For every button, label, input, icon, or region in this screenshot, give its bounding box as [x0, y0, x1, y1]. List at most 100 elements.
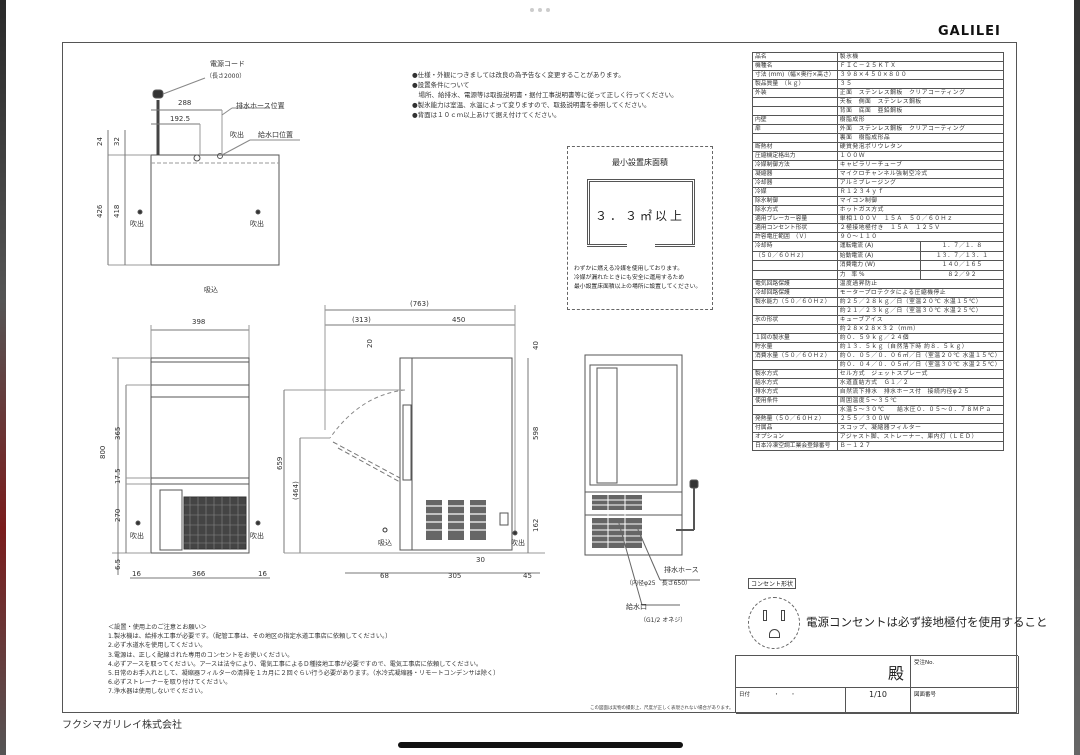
spec-row: 裏面 樹脂成形品 — [752, 133, 1005, 143]
spec-row: 天板 側面 ステンレス鋼板 — [752, 97, 1005, 107]
svg-text:32: 32 — [113, 137, 121, 146]
spec-row: 背面 底面 亜鉛鋼板 — [752, 106, 1005, 116]
top-view-drawing — [107, 77, 300, 266]
svg-text:450: 450 — [452, 316, 465, 324]
spec-row: 付属品スコップ、凝縮器フィルター — [752, 423, 1005, 434]
order-no-field: 受注No. — [911, 656, 1019, 688]
spec-row: 適用ブレーカー容量単相１００Ｖ １５Ａ ５０／６０Ｈｚ — [752, 214, 1005, 224]
spec-row: 冷媒制御方法キャピラリーチューブ — [752, 160, 1005, 170]
spec-row: 許容電圧範囲 （Ｖ）９０～１１０ — [752, 232, 1005, 242]
outlet-warning: 電源コンセントは必ず接地極付を使用すること — [806, 615, 1048, 629]
svg-text:(763): (763) — [410, 300, 429, 308]
spec-row: 製品質量 （ｋｇ）３５ — [752, 79, 1005, 89]
page-indicator-dots — [530, 8, 550, 12]
drawing-sheet — [62, 42, 1017, 713]
svg-text:吹出: 吹出 — [250, 219, 264, 228]
svg-text:40: 40 — [532, 341, 540, 350]
svg-text:16: 16 — [132, 570, 141, 578]
svg-text:426: 426 — [96, 204, 104, 218]
spec-row: 給水方式水道直結方式 Ｇ１／２ — [752, 378, 1005, 389]
svg-text:吹出: 吹出 — [130, 219, 144, 228]
side-view-drawing — [283, 305, 545, 574]
svg-text:659: 659 — [276, 457, 284, 470]
recipient-suffix: 殿 — [887, 664, 904, 683]
drawing-number-field: 図面番号 — [911, 688, 1019, 714]
background-app-edge — [1074, 0, 1080, 755]
spec-row: 使用条件周囲温度５～３５℃ — [752, 396, 1005, 407]
svg-text:（内径φ25 長さ650）: （内径φ25 長さ650） — [626, 579, 691, 587]
background-app-edge — [0, 0, 6, 755]
brand-logo: GALILEI — [938, 24, 1001, 39]
min-area-value: ３．３㎡以上 — [594, 209, 685, 223]
svg-text:吸込: 吸込 — [378, 538, 392, 547]
spec-row: 電気回路保護温度過昇防止 — [752, 279, 1005, 290]
spec-row: 品名製氷機 — [752, 52, 1005, 62]
spec-row-electrical: （５０／６０Ｈｚ）始動電流 (A)１３．７／１３．１ — [752, 250, 1005, 262]
spec-row: 約０．０４／０．０５㎥／日（室温３０℃ 水温２５℃） — [752, 360, 1005, 371]
svg-text:（G1/2 オネジ）: （G1/2 オネジ） — [640, 617, 686, 624]
spec-row: 発熱量（５０／６０Ｈｚ）２５５／３００Ｗ — [752, 414, 1005, 425]
min-area-description: わずかに燃える冷媒を使用しております。 冷媒が漏れたときにも安全に運用するため … — [574, 266, 702, 290]
spec-row: 約２８×２８×３２（mm） — [752, 324, 1005, 335]
spec-row: 外装正面 ステンレス鋼板 クリアコーティング — [752, 88, 1005, 98]
svg-text:電源コード: 電源コード — [210, 59, 245, 68]
svg-text:20: 20 — [366, 339, 374, 348]
scale-footnote: この図面は実物の撮影上、尺度が正しく表現されない場合があります。 — [590, 706, 734, 711]
spec-row: 氷の形状キューブアイス — [752, 315, 1005, 326]
svg-text:吸込: 吸込 — [204, 285, 218, 294]
spec-row: 水温５～３０℃ 給水圧０．０５～０．７８ＭＰａ — [752, 405, 1005, 416]
spec-row: 消費水量（５０／６０Ｈｚ）約０．０５／０．０６㎥／日（室温２０℃ 水温１５℃） — [752, 351, 1005, 362]
general-notes: ●仕様・外観につきましては改良の為予告なく変更することがあります。 ●設置条件に… — [412, 71, 678, 119]
svg-text:(464): (464) — [292, 481, 300, 500]
svg-text:給水口位置: 給水口位置 — [258, 130, 293, 139]
spec-row-electrical: 消費電力 (W)１４０／１６５ — [752, 260, 1005, 271]
svg-text:398: 398 — [192, 318, 205, 326]
spec-row: オプションアジャスト脚、ストレーナー、庫内灯（ＬＥＤ） — [752, 432, 1005, 443]
spec-row: 断熱材硬質発泡ポリウレタン — [752, 142, 1005, 152]
spec-row: 凝縮器マイクロチャンネル強制空冷式 — [752, 169, 1005, 179]
spec-row: 内壁樹脂成形 — [752, 115, 1005, 125]
svg-text:800: 800 — [99, 446, 107, 459]
company-name: フクシマガリレイ株式会社 — [62, 720, 182, 731]
svg-text:270: 270 — [114, 509, 122, 522]
svg-text:排水ホース位置: 排水ホース位置 — [236, 101, 285, 110]
spec-row: 扉外面 ステンレス鋼板 クリアコーティング — [752, 124, 1005, 134]
svg-text:吹出: 吹出 — [230, 130, 244, 139]
svg-text:162: 162 — [532, 519, 540, 532]
svg-text:24: 24 — [96, 137, 104, 146]
front-view-drawing — [112, 325, 270, 579]
svg-text:45: 45 — [523, 572, 532, 580]
svg-text:16: 16 — [258, 570, 267, 578]
spec-row: 冷却器アルミブレージング — [752, 178, 1005, 188]
min-area-title: 最小設置床面積 — [612, 158, 668, 167]
rear-view-drawing — [584, 354, 700, 606]
spec-row: 除氷制御マイコン制御 — [752, 196, 1005, 206]
installation-notes: ＜設置・使用上のご注意とお願い＞ 1.製氷機は、給排水工事が必要です。（配管工事… — [108, 624, 500, 696]
spec-row-electrical: 冷却時運転電流 (A)１．７／１．８ — [752, 241, 1005, 252]
grounded-outlet-icon — [748, 597, 800, 649]
spec-row: 製氷能力（５０／６０Ｈｚ）約２５／２８ｋｇ／日（室温２０℃ 水温１５℃） — [752, 297, 1005, 308]
spec-row: １回の製氷量約０．５９ｋｇ／２４個 — [752, 333, 1005, 344]
svg-text:(313): (313) — [352, 316, 371, 324]
svg-text:365: 365 — [114, 427, 122, 440]
svg-text:68: 68 — [380, 572, 389, 580]
home-indicator[interactable] — [398, 742, 683, 748]
spec-row: 排水方式自然流下排水 排水ホース付 接続内径φ２５ — [752, 387, 1005, 398]
svg-text:（長さ2000）: （長さ2000） — [206, 73, 245, 80]
dim-192-5: 192.5 — [170, 115, 190, 123]
title-block: 殿 受注No. 日付 ・ ・ 1/10 図面番号 — [735, 655, 1019, 714]
svg-text:30: 30 — [476, 556, 485, 564]
svg-text:17.5: 17.5 — [114, 468, 122, 484]
spec-row: 製氷方式セル方式 ジェットスプレー式 — [752, 369, 1005, 380]
spec-row-electrical: 力 率 %８２／９２ — [752, 269, 1005, 281]
svg-text:排水ホース: 排水ホース — [664, 565, 699, 574]
dim-288: 288 — [178, 99, 191, 107]
spec-row: 貯氷量約１３．５ｋｇ（自然落下時 約８．５ｋｇ） — [752, 342, 1005, 353]
